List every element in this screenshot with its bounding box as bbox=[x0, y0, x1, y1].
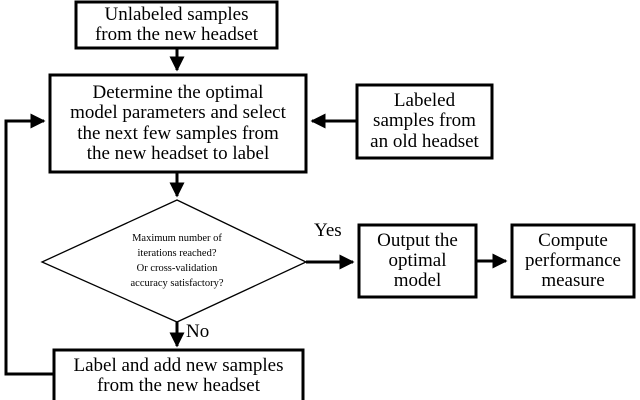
node-shape-unlabeled-samples bbox=[74, 0, 279, 50]
edge-label-feedback-to-determine bbox=[4, 113, 54, 376]
node-shape-compute-performance bbox=[510, 223, 636, 299]
node-shape-determine-optimal bbox=[48, 73, 308, 174]
edge-label-no: No bbox=[186, 321, 210, 342]
node-shape-decision-stop bbox=[40, 199, 308, 323]
edge-label-yes: Yes bbox=[314, 220, 342, 241]
node-shape-output-model bbox=[357, 223, 478, 299]
node-shape-labeled-samples bbox=[355, 83, 494, 160]
node-shape-label-add-samples bbox=[52, 348, 305, 400]
